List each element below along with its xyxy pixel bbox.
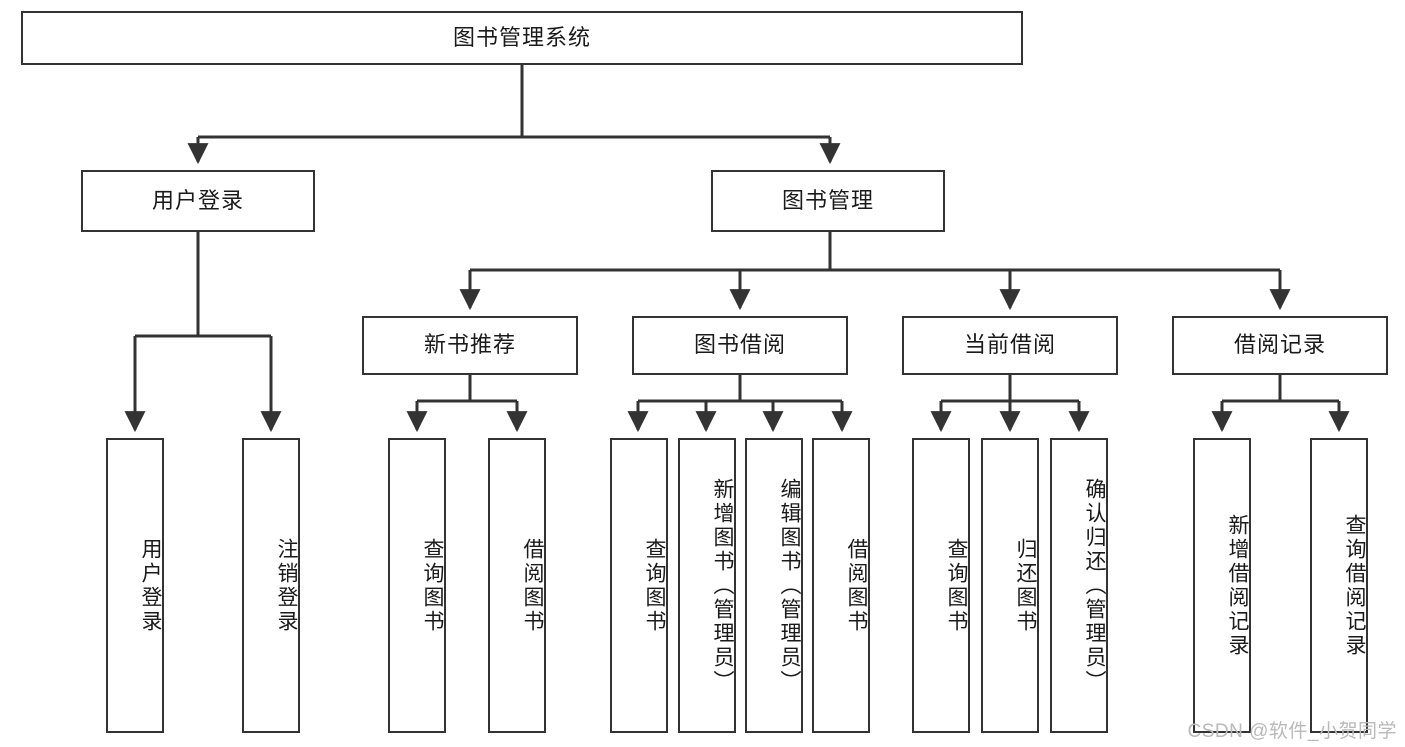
node-book-borrow[interactable]: 图书借阅 [632, 316, 848, 375]
watermark-text: CSDN @软件_小贺同学 [1187, 721, 1397, 742]
node-leaf-edit-book-admin-label: 编辑图书（管理员） [778, 477, 801, 694]
node-book-management-label: 图书管理 [781, 187, 874, 213]
node-leaf-confirm-return-admin[interactable]: 确认归还（管理员） [1050, 438, 1108, 733]
node-leaf-add-borrow-record[interactable]: 新增借阅记录 [1193, 438, 1251, 733]
node-leaf-search-book-1-label: 查询图书 [421, 537, 444, 634]
node-leaf-search-book-2-label: 查询图书 [643, 537, 666, 634]
node-current-borrow-label: 当前借阅 [963, 332, 1056, 358]
node-leaf-borrow-book-1[interactable]: 借阅图书 [488, 438, 546, 733]
node-root-system[interactable]: 图书管理系统 [21, 11, 1023, 65]
node-leaf-search-book-2[interactable]: 查询图书 [610, 438, 668, 733]
node-leaf-borrow-book-2-label: 借阅图书 [845, 537, 868, 634]
node-leaf-edit-book-admin[interactable]: 编辑图书（管理员） [745, 438, 803, 733]
node-leaf-add-borrow-record-label: 新增借阅记录 [1226, 513, 1249, 658]
node-borrow-record-label: 借阅记录 [1233, 332, 1326, 358]
node-leaf-search-book-1[interactable]: 查询图书 [388, 438, 446, 733]
node-new-book-recommend[interactable]: 新书推荐 [362, 316, 578, 375]
node-current-borrow[interactable]: 当前借阅 [902, 316, 1118, 375]
node-leaf-add-book-admin-label: 新增图书（管理员） [711, 477, 734, 694]
node-leaf-logout-label: 注销登录 [275, 537, 298, 634]
node-book-borrow-label: 图书借阅 [693, 332, 786, 358]
node-book-management[interactable]: 图书管理 [711, 170, 945, 232]
node-root-system-label: 图书管理系统 [452, 24, 591, 50]
node-leaf-borrow-book-1-label: 借阅图书 [521, 537, 544, 634]
node-leaf-search-book-3-label: 查询图书 [945, 537, 968, 634]
node-user-login-label: 用户登录 [151, 187, 244, 213]
node-leaf-search-book-3[interactable]: 查询图书 [912, 438, 970, 733]
node-leaf-add-book-admin[interactable]: 新增图书（管理员） [678, 438, 736, 733]
node-leaf-query-borrow-record[interactable]: 查询借阅记录 [1310, 438, 1368, 733]
node-leaf-confirm-return-admin-label: 确认归还（管理员） [1083, 477, 1106, 694]
node-new-book-recommend-label: 新书推荐 [423, 332, 516, 358]
node-leaf-user-login-label: 用户登录 [139, 537, 162, 634]
node-user-login[interactable]: 用户登录 [81, 170, 315, 232]
node-leaf-logout[interactable]: 注销登录 [242, 438, 300, 733]
node-leaf-user-login[interactable]: 用户登录 [106, 438, 164, 733]
node-leaf-return-book-label: 归还图书 [1014, 537, 1037, 634]
node-leaf-borrow-book-2[interactable]: 借阅图书 [812, 438, 870, 733]
node-leaf-query-borrow-record-label: 查询借阅记录 [1343, 513, 1366, 658]
node-leaf-return-book[interactable]: 归还图书 [981, 438, 1039, 733]
node-borrow-record[interactable]: 借阅记录 [1172, 316, 1388, 375]
